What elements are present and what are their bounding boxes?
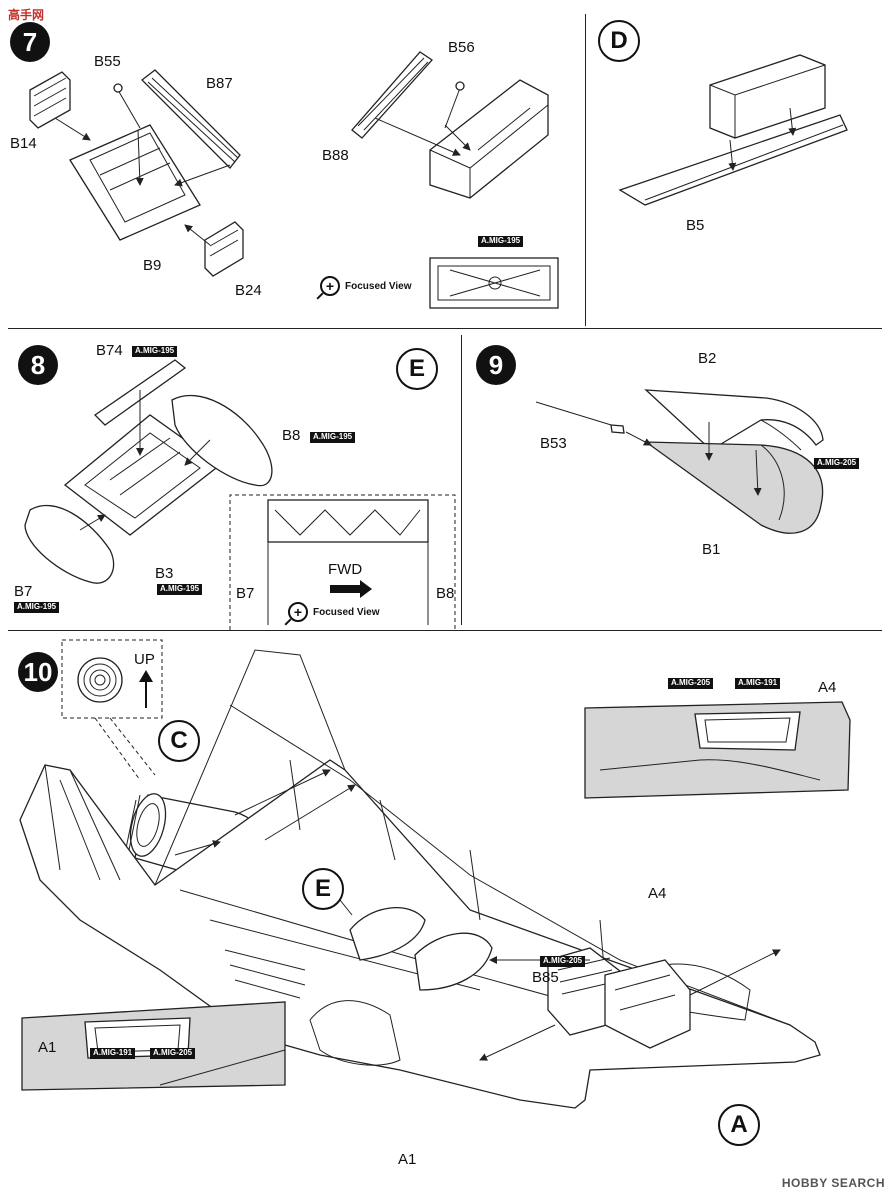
focused-side-b8: B8 [436, 585, 455, 602]
divider-8-9 [461, 335, 462, 625]
label-b9: B9 [143, 257, 162, 274]
label-b3: B3 [155, 565, 174, 582]
label-b88: B88 [322, 147, 349, 164]
step-d-drawing [618, 54, 848, 206]
label-b87: B87 [206, 75, 233, 92]
hobby-search-watermark: HOBBY SEARCH [781, 1176, 885, 1190]
magnifier-icon: + [288, 602, 308, 622]
label-b7: B7 [14, 583, 33, 600]
divider-row1 [8, 328, 882, 329]
subassembly-e-badge: E [396, 348, 438, 390]
tag-mig195-b7: A.MIG-195 [14, 602, 60, 613]
site-watermark: 高手网 [8, 8, 45, 22]
assembly-e-badge: E [302, 868, 344, 910]
focused-view-step7: + Focused View [320, 276, 412, 296]
assembly-a-badge: A [718, 1104, 760, 1146]
label-b5: B5 [686, 217, 705, 234]
tag-mig195-b3: A.MIG-195 [157, 584, 203, 595]
label-b14: B14 [10, 135, 37, 152]
step-10-badge: 10 [18, 652, 58, 692]
tag-mig191-a4-inset: A.MIG-191 [735, 678, 781, 689]
label-b55: B55 [94, 53, 121, 70]
label-b85: B85 [532, 969, 559, 986]
tag-mig195-b74: A.MIG-195 [132, 346, 178, 357]
tag-mig205-step9: A.MIG-205 [814, 458, 860, 469]
tag-mig191-a1-inset: A.MIG-191 [90, 1048, 136, 1059]
label-b53: B53 [540, 435, 567, 452]
focused-view-label: Focused View [313, 606, 380, 618]
step-8-badge: 8 [18, 345, 58, 385]
label-b1: B1 [702, 541, 721, 558]
magnifier-icon: + [320, 276, 340, 296]
tag-mig205-a1-inset: A.MIG-205 [150, 1048, 196, 1059]
divider-row2 [8, 630, 882, 631]
up-label: UP [134, 651, 155, 668]
label-b8: B8 [282, 427, 301, 444]
label-b56: B56 [448, 39, 475, 56]
label-b74: B74 [96, 342, 123, 359]
step-9-badge: 9 [476, 345, 516, 385]
fwd-label: FWD [328, 561, 363, 578]
tag-mig195-b8: A.MIG-195 [310, 432, 356, 443]
focused-view-step8: + Focused View [288, 602, 380, 622]
label-a1-inset: A1 [38, 1039, 57, 1056]
label-b2: B2 [698, 350, 717, 367]
focused-side-b7: B7 [236, 585, 255, 602]
focused-view-label: Focused View [345, 280, 412, 292]
assembly-c-badge: C [158, 720, 200, 762]
step-7-drawing [29, 51, 559, 309]
step-8-drawing [24, 359, 456, 630]
tag-mig205-b85: A.MIG-205 [540, 956, 586, 967]
subassembly-d-badge: D [598, 20, 640, 62]
label-a4: A4 [648, 885, 667, 902]
divider-7-d [585, 14, 586, 326]
label-b24: B24 [235, 282, 262, 299]
step-10-drawing [19, 639, 851, 1109]
tag-mig205-a4-inset: A.MIG-205 [668, 678, 714, 689]
label-a4-inset: A4 [818, 679, 837, 696]
tag-mig195-step7: A.MIG-195 [478, 236, 524, 247]
step-7-badge: 7 [10, 22, 50, 62]
label-a1: A1 [398, 1151, 417, 1168]
step-9-drawing [535, 389, 824, 534]
